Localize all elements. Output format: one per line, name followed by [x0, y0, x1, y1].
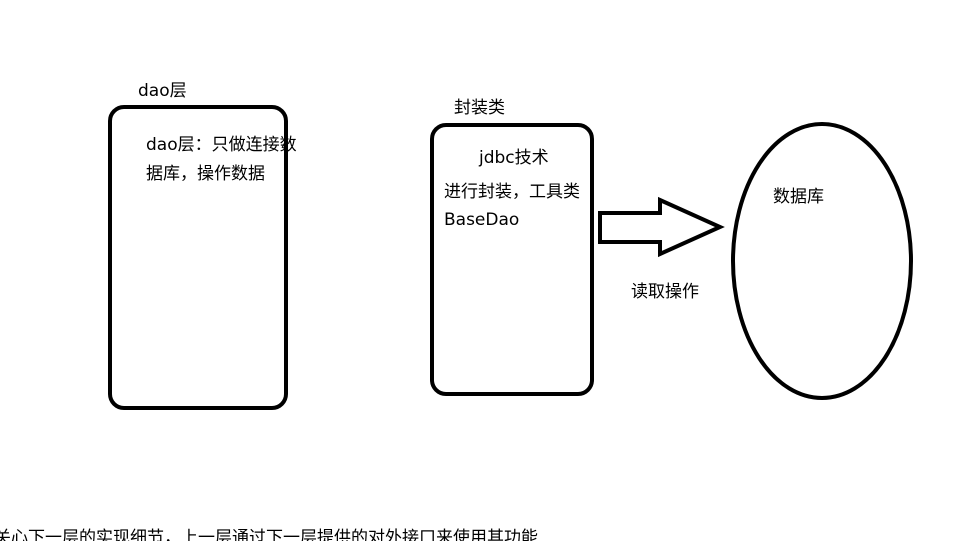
wrapper-class-line2: 进行封装，工具类 [444, 182, 580, 202]
dao-layer-description-line1: dao层：只做连接数 [146, 135, 297, 155]
dao-layer-box [108, 105, 288, 410]
right-arrow-icon [598, 196, 725, 258]
wrapper-class-box [430, 123, 594, 396]
wrapper-class-line1: jdbc技术 [479, 148, 549, 168]
footer-note: 关心下一层的实现细节，上一层通过下一层提供的对外接口来使用其功能 [0, 528, 538, 541]
database-label: 数据库 [773, 187, 824, 207]
wrapper-class-title: 封装类 [454, 98, 505, 118]
dao-layer-description-line2: 据库，操作数据 [146, 164, 265, 184]
database-ellipse [731, 122, 913, 400]
arrow-label: 读取操作 [631, 282, 699, 302]
dao-layer-title: dao层 [138, 81, 187, 101]
wrapper-class-line3: BaseDao [444, 210, 520, 230]
